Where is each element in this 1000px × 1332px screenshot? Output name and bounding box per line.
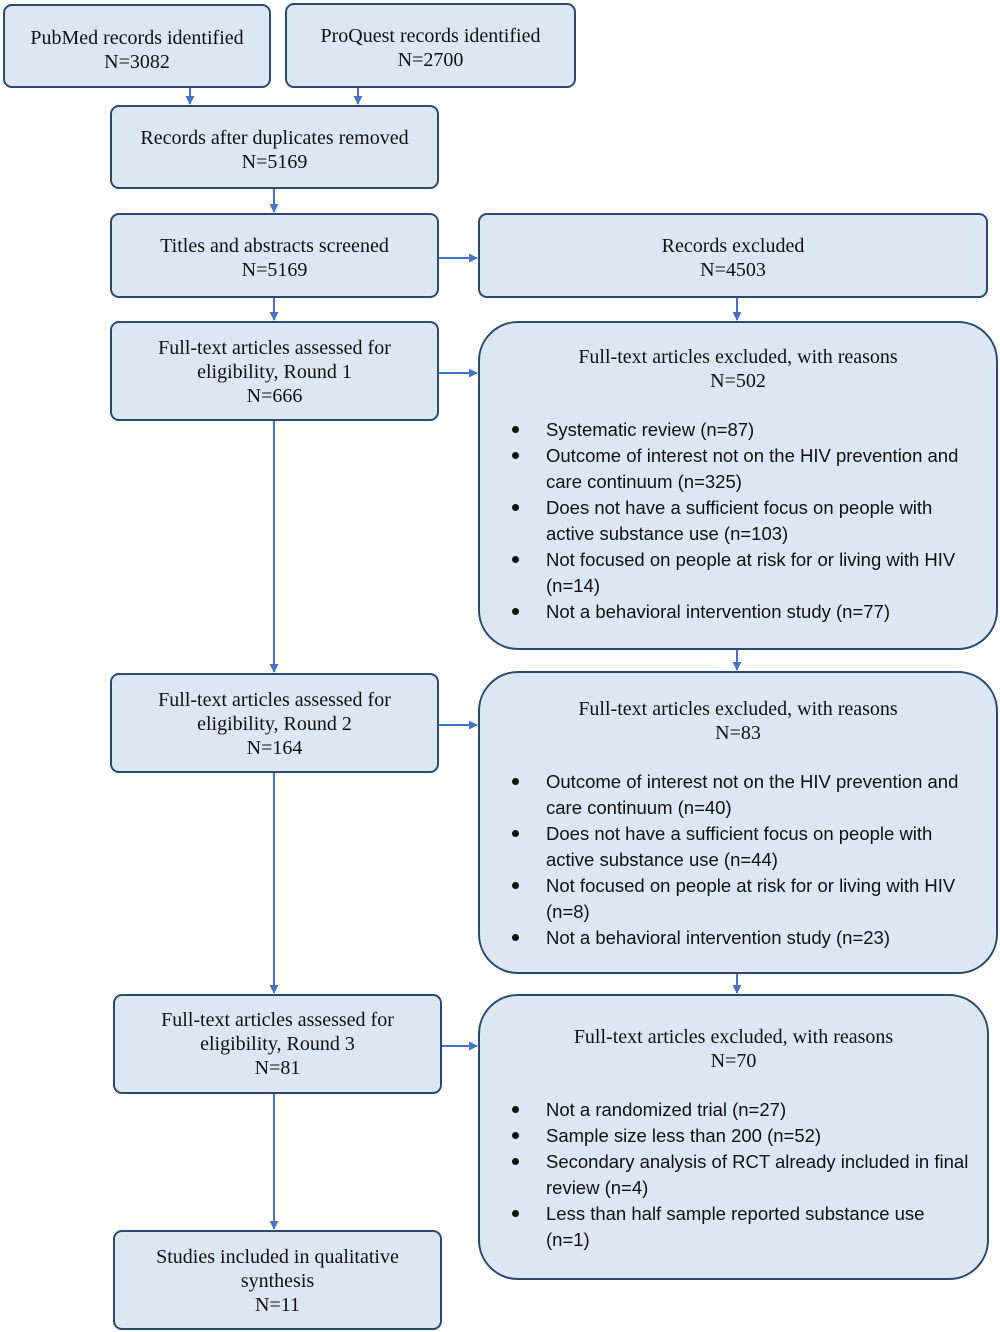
- reason-item: Does not have a sufficient focus on peop…: [480, 495, 996, 547]
- duplicates-removed-box: Records after duplicates removed N=5169: [110, 105, 439, 189]
- duplicates-removed-title: Records after duplicates removed: [140, 127, 409, 149]
- reason-item: Not focused on people at risk for or liv…: [480, 547, 996, 599]
- round2-exclusions-title: Full-text articles excluded, with reason…: [578, 698, 898, 720]
- studies-included-box: Studies included in qualitative synthesi…: [113, 1230, 442, 1330]
- records-excluded-title: Records excluded: [661, 235, 805, 257]
- round1-assessed-title: Full-text articles assessed for eligibil…: [158, 337, 391, 383]
- reason-item: Not focused on people at risk for or liv…: [480, 873, 996, 925]
- round1-exclusions-box: Full-text articles excluded, with reason…: [478, 321, 998, 650]
- round3-assessed-count: N=81: [254, 1057, 301, 1079]
- reason-item: Does not have a sufficient focus on peop…: [480, 821, 996, 873]
- records-excluded-count: N=4503: [700, 259, 766, 281]
- round1-exclusions-count: N=502: [710, 370, 766, 392]
- round2-assessed-box: Full-text articles assessed for eligibil…: [110, 673, 439, 773]
- round2-assessed-count: N=164: [246, 737, 303, 759]
- reason-item: Secondary analysis of RCT already includ…: [480, 1149, 987, 1201]
- round3-exclusions-count: N=70: [710, 1050, 757, 1072]
- duplicates-removed-count: N=5169: [241, 151, 308, 173]
- round3-exclusions-header: Full-text articles excluded, with reason…: [480, 1025, 987, 1073]
- reason-item: Not a randomized trial (n=27): [480, 1097, 987, 1123]
- pubmed-records-title: PubMed records identified: [30, 27, 244, 49]
- screened-title: Titles and abstracts screened: [160, 235, 389, 257]
- reason-item: Outcome of interest not on the HIV preve…: [480, 443, 996, 495]
- pubmed-records-box: PubMed records identified N=3082: [3, 4, 271, 88]
- studies-included-count: N=11: [255, 1294, 300, 1316]
- round3-reasons-list: Not a randomized trial (n=27) Sample siz…: [480, 1097, 987, 1253]
- proquest-records-count: N=2700: [397, 49, 464, 71]
- reason-item: Less than half sample reported substance…: [480, 1201, 987, 1253]
- round1-exclusions-title: Full-text articles excluded, with reason…: [578, 346, 898, 368]
- records-excluded-box: Records excluded N=4503: [478, 213, 988, 298]
- screened-box: Titles and abstracts screened N=5169: [110, 213, 439, 298]
- round1-assessed-count: N=666: [246, 385, 303, 407]
- round2-reasons-list: Outcome of interest not on the HIV preve…: [480, 769, 996, 951]
- round1-exclusions-header: Full-text articles excluded, with reason…: [480, 345, 996, 393]
- reason-item: Not a behavioral intervention study (n=2…: [480, 925, 996, 951]
- round3-assessed-title: Full-text articles assessed for eligibil…: [161, 1009, 394, 1055]
- round3-assessed-box: Full-text articles assessed for eligibil…: [113, 994, 442, 1094]
- round2-exclusions-header: Full-text articles excluded, with reason…: [480, 697, 996, 745]
- reason-item: Systematic review (n=87): [480, 417, 996, 443]
- proquest-records-title: ProQuest records identified: [320, 25, 541, 47]
- round2-exclusions-box: Full-text articles excluded, with reason…: [478, 671, 998, 974]
- reason-item: Outcome of interest not on the HIV preve…: [480, 769, 996, 821]
- proquest-records-box: ProQuest records identified N=2700: [285, 3, 576, 88]
- reason-item: Not a behavioral intervention study (n=7…: [480, 599, 996, 625]
- round3-exclusions-title: Full-text articles excluded, with reason…: [573, 1026, 894, 1048]
- round2-exclusions-count: N=83: [715, 722, 761, 744]
- round3-exclusions-box: Full-text articles excluded, with reason…: [478, 994, 989, 1280]
- pubmed-records-count: N=3082: [104, 51, 170, 73]
- screened-count: N=5169: [241, 259, 308, 281]
- round2-assessed-title: Full-text articles assessed for eligibil…: [158, 689, 391, 735]
- round1-reasons-list: Systematic review (n=87) Outcome of inte…: [480, 417, 996, 625]
- studies-included-title: Studies included in qualitative synthesi…: [156, 1246, 399, 1292]
- round1-assessed-box: Full-text articles assessed for eligibil…: [110, 321, 439, 421]
- reason-item: Sample size less than 200 (n=52): [480, 1123, 987, 1149]
